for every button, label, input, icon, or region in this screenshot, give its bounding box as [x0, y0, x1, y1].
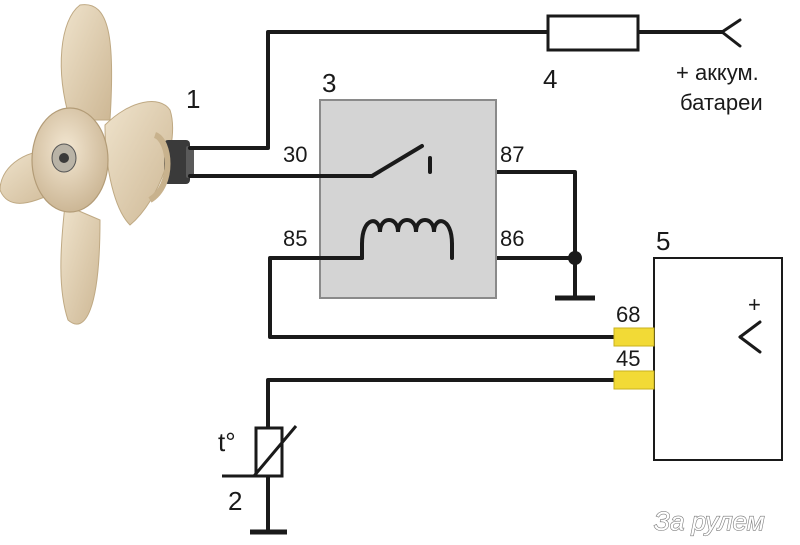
controller-pin-68: 68 [616, 302, 640, 327]
fan-motor [0, 4, 194, 325]
label-temperature: t° [218, 427, 236, 457]
fan-blade-right [104, 101, 174, 226]
relay [318, 99, 497, 299]
relay-contact-blade [370, 144, 424, 178]
relay-pin-30: 30 [283, 142, 307, 167]
relay-pin-86: 86 [500, 226, 524, 251]
label-battery-line2: батареи [680, 90, 763, 115]
fan-blade-bottom [60, 204, 101, 325]
connector-68 [613, 327, 655, 347]
fan-blade-top [60, 4, 113, 121]
connector-45 [613, 370, 655, 390]
label-controller: 5 [656, 226, 670, 256]
fuse [546, 14, 640, 52]
wire-fan-to-battery [188, 30, 550, 150]
label-sensor: 2 [228, 486, 242, 516]
wire-relay85-to-controller68 [268, 256, 616, 339]
relay-coil [360, 218, 454, 246]
controller [613, 257, 783, 461]
battery-terminal-icon [720, 18, 742, 48]
temperature-sensor [222, 425, 298, 478]
controller-body [653, 257, 783, 461]
relay-pin-87: 87 [500, 142, 524, 167]
controller-pin-45: 45 [616, 346, 640, 371]
relay-body [319, 99, 497, 299]
relay-pin-85: 85 [283, 226, 307, 251]
label-fan: 1 [186, 84, 200, 114]
label-fuse: 4 [543, 64, 557, 94]
fan-motor-housing [164, 140, 190, 184]
junction-dot [568, 251, 582, 265]
watermark-logo: За рулем [654, 506, 765, 536]
label-relay: 3 [322, 68, 336, 98]
label-plus: + [748, 292, 761, 317]
wire-sensor-to-controller45 [266, 378, 616, 438]
label-battery-line1: + аккум. [676, 60, 759, 85]
